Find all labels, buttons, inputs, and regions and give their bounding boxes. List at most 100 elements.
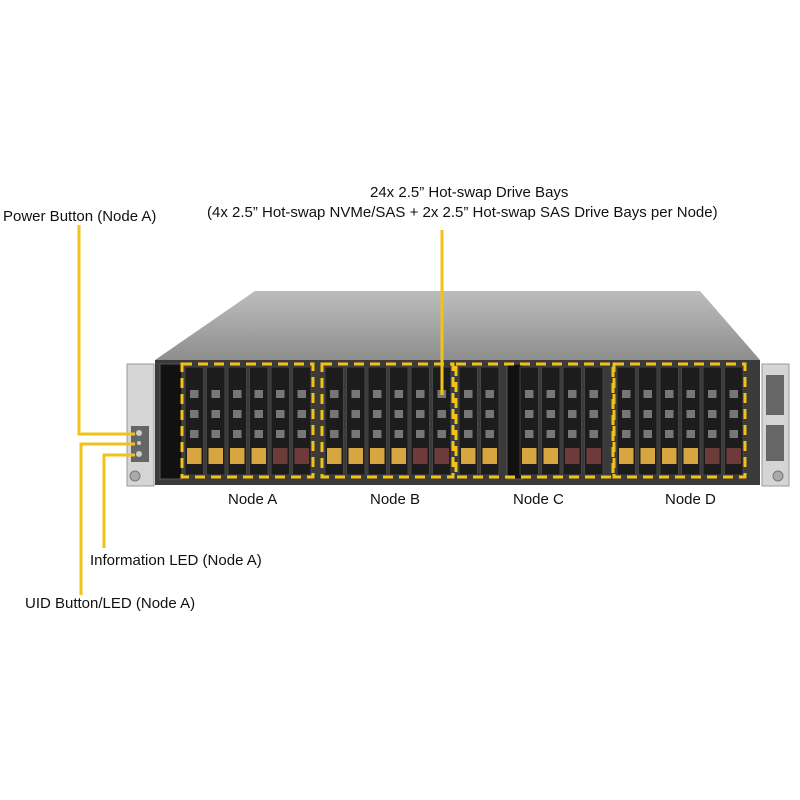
nvme-drive-latch[interactable] [230,448,245,464]
front-vent [159,363,183,480]
nvme-drive-latch[interactable] [327,448,342,464]
drive-vent-icon [233,410,242,418]
drive-vent-icon [254,390,263,398]
drive-vent-icon [568,430,577,438]
drive-vent-icon [643,390,652,398]
nvme-drive-latch[interactable] [482,448,498,464]
nvme-drive-latch[interactable] [251,448,267,464]
nvme-drive-latch[interactable] [391,448,407,464]
drive-vent-icon [622,410,631,418]
info-led-icon [137,441,141,445]
drive-bays-subtitle: (4x 2.5” Hot-swap NVMe/SAS + 2x 2.5” Hot… [207,204,718,221]
drive-vent-icon [394,410,403,418]
nvme-drive-latch[interactable] [370,448,385,464]
power-button-icon [136,430,142,436]
drive-vent-icon [622,430,631,438]
drive-vent-icon [589,430,598,438]
drive-vent-icon [351,390,360,398]
drive-vent-icon [729,430,738,438]
drive-vent-icon [211,390,220,398]
drive-vent-icon [211,430,220,438]
sas-drive-latch[interactable] [565,448,580,464]
drive-vent-icon [211,410,220,418]
node-d-label: Node D [665,491,716,508]
drive-vent-icon [665,410,674,418]
drive-vent-icon [729,410,738,418]
drive-vent-icon [394,390,403,398]
nvme-drive-latch[interactable] [662,448,677,464]
drive-vent-icon [525,390,534,398]
sas-drive-latch[interactable] [434,448,450,464]
sas-drive-latch[interactable] [726,448,742,464]
drive-vent-icon [643,410,652,418]
drive-vent-icon [665,390,674,398]
node-b-outline [320,362,455,479]
drive-vent-icon [373,390,382,398]
callout-line-info [102,453,135,548]
nvme-drive-latch[interactable] [543,448,559,464]
drive-vent-icon [464,430,473,438]
nvme-drive-latch[interactable] [187,448,202,464]
drive-vent-icon [568,390,577,398]
chassis-top [155,291,760,360]
drive-vent-icon [437,410,446,418]
drive-vent-icon [330,430,339,438]
drive-vent-icon [464,390,473,398]
drive-vent-icon [276,430,285,438]
drive-vent-icon [416,410,425,418]
nvme-drive-latch[interactable] [461,448,476,464]
uid-button-icon [136,451,142,457]
drive-vent-icon [546,410,555,418]
drive-vent-icon [394,430,403,438]
control-panel [766,425,784,461]
drive-vent-icon [485,390,494,398]
drive-vent-icon [525,410,534,418]
drive-vent-icon [297,390,306,398]
drive-vent-icon [416,430,425,438]
drive-vent-icon [190,390,199,398]
drive-vent-icon [589,410,598,418]
nvme-drive-latch[interactable] [208,448,224,464]
drive-vent-icon [708,410,717,418]
nvme-drive-latch[interactable] [619,448,634,464]
drive-vent-icon [464,410,473,418]
node-c-outline [454,362,615,479]
control-panel [766,375,784,415]
drive-vent-icon [622,390,631,398]
drive-vent-icon [437,430,446,438]
drive-vent-icon [190,410,199,418]
sas-drive-latch[interactable] [273,448,288,464]
drive-vent-icon [190,430,199,438]
drive-vent-icon [686,390,695,398]
nvme-drive-latch[interactable] [683,448,699,464]
drive-vent-icon [568,410,577,418]
nvme-drive-latch[interactable] [522,448,537,464]
drive-vent-icon [525,430,534,438]
sas-drive-latch[interactable] [413,448,428,464]
power-button-label: Power Button (Node A) [3,208,157,225]
left-rack-ear [126,363,155,487]
nvme-drive-latch[interactable] [348,448,364,464]
sas-drive-latch[interactable] [586,448,602,464]
callout-line-power [77,225,135,436]
node-c-label: Node C [513,491,564,508]
drive-vent-icon [686,410,695,418]
nvme-drive-latch[interactable] [640,448,656,464]
drive-vent-icon [416,390,425,398]
drive-vent-icon [546,390,555,398]
sas-drive-latch[interactable] [294,448,310,464]
drive-vent-icon [330,390,339,398]
drive-vent-icon [233,430,242,438]
thumbscrew-icon [129,470,141,482]
drive-vent-icon [485,430,494,438]
info-led-label: Information LED (Node A) [90,552,262,569]
drive-vent-icon [351,410,360,418]
sas-drive-latch[interactable] [705,448,720,464]
drive-vent-icon [373,430,382,438]
node-b-label: Node B [370,491,421,508]
drive-vent-icon [665,430,674,438]
drive-bays-title: 24x 2.5” Hot-swap Drive Bays [370,184,569,201]
drive-vent-icon [708,390,717,398]
